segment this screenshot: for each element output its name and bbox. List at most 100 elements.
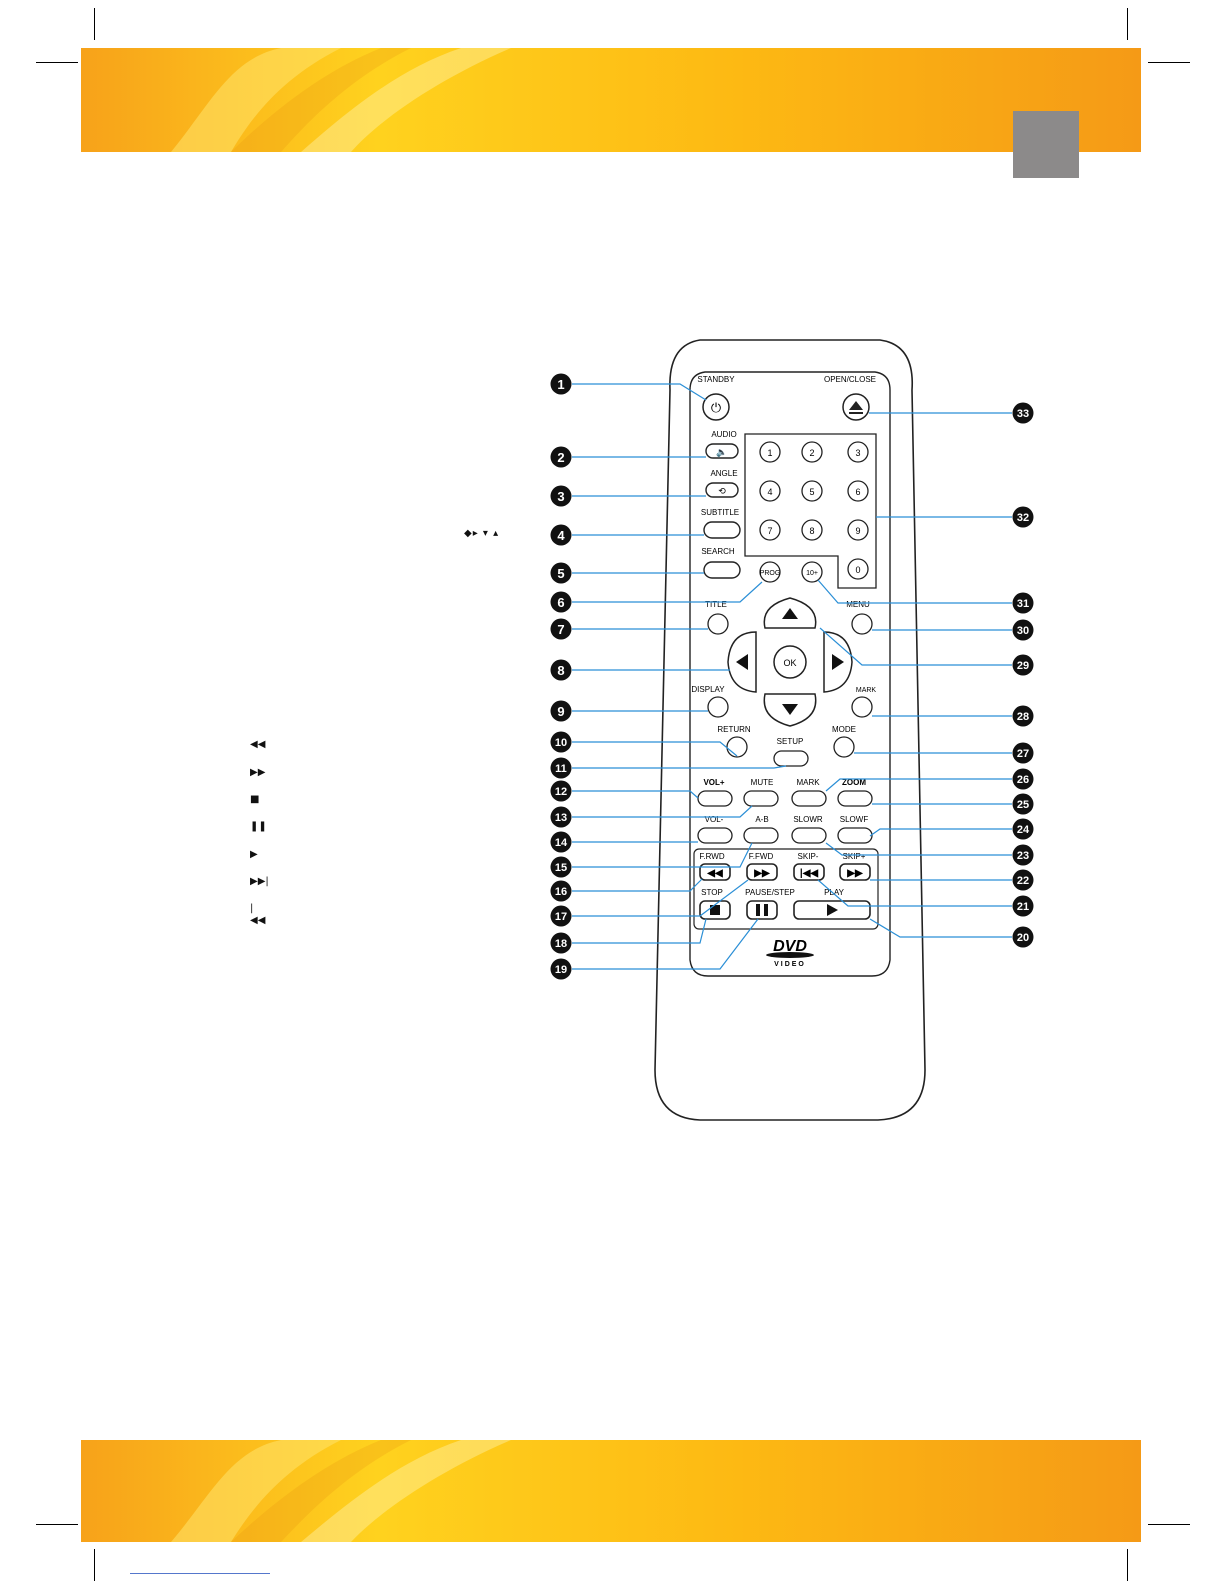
arrow-keys-icon: ◆▸ ▾ ▴ bbox=[464, 528, 500, 539]
slow-r-button[interactable] bbox=[791, 827, 827, 844]
svg-text:24: 24 bbox=[1017, 824, 1030, 836]
ab-button[interactable] bbox=[743, 827, 779, 844]
svg-text:6: 6 bbox=[557, 595, 564, 610]
digit-button[interactable] bbox=[801, 519, 823, 541]
callout-14: 14 bbox=[550, 831, 572, 853]
ten-plus-button[interactable] bbox=[801, 561, 823, 583]
footer-band bbox=[81, 1440, 1141, 1542]
digit-label: 6 bbox=[855, 487, 860, 497]
search-button[interactable] bbox=[703, 561, 741, 579]
leader-lines bbox=[572, 383, 1012, 970]
prog-button[interactable] bbox=[759, 561, 781, 583]
svg-text:3: 3 bbox=[557, 489, 564, 504]
slow-r-label: SLOWR bbox=[793, 815, 823, 824]
crop-mark bbox=[1127, 1549, 1128, 1581]
pause-glyph-icon bbox=[764, 904, 768, 916]
down-arrow-icon bbox=[782, 704, 798, 715]
callout-11: 11 bbox=[550, 757, 572, 779]
svg-text:14: 14 bbox=[555, 837, 568, 849]
callout-1: 1 bbox=[550, 373, 572, 395]
mark-button[interactable] bbox=[791, 790, 827, 807]
audio-button[interactable] bbox=[705, 443, 739, 459]
digit-label: 0 bbox=[855, 565, 860, 575]
callout-12: 12 bbox=[550, 780, 572, 802]
digit-button[interactable] bbox=[801, 441, 823, 463]
pause-glyph-icon bbox=[756, 904, 760, 916]
menu-button[interactable] bbox=[851, 613, 873, 635]
mark-button-top[interactable] bbox=[851, 696, 873, 718]
callout-19: 19 bbox=[550, 958, 572, 980]
svg-text:15: 15 bbox=[555, 862, 567, 874]
callout-17: 17 bbox=[550, 905, 572, 927]
svg-text:23: 23 bbox=[1017, 850, 1029, 862]
pause-button[interactable] bbox=[746, 900, 778, 920]
skip-back-button[interactable] bbox=[793, 863, 825, 881]
vol-minus-button[interactable] bbox=[697, 827, 733, 844]
digit-label: 4 bbox=[767, 487, 772, 497]
skip-back-label: SKIP- bbox=[798, 852, 819, 861]
digit-button[interactable] bbox=[759, 480, 781, 502]
digit-button[interactable] bbox=[759, 441, 781, 463]
callout-4: 4 bbox=[550, 524, 572, 546]
f-fwd-button[interactable] bbox=[746, 863, 778, 881]
pause-icon: ❚❚ bbox=[250, 821, 267, 832]
vol-plus-button[interactable] bbox=[697, 790, 733, 807]
transport-frame bbox=[693, 848, 879, 930]
setup-button[interactable] bbox=[773, 750, 809, 767]
dvd-logo-disc bbox=[766, 952, 814, 958]
svg-text:32: 32 bbox=[1017, 512, 1029, 524]
rewind-glyph-icon: ◀◀ bbox=[706, 868, 723, 879]
svg-text:13: 13 bbox=[555, 812, 567, 824]
angle-button[interactable] bbox=[705, 482, 739, 498]
return-button[interactable] bbox=[726, 736, 748, 758]
digit-button[interactable] bbox=[801, 480, 823, 502]
subtitle-label: SUBTITLE bbox=[701, 508, 739, 517]
f-fwd-label: F.FWD bbox=[749, 852, 774, 861]
digit-button[interactable] bbox=[847, 558, 869, 580]
callout-10: 10 bbox=[550, 731, 572, 753]
svg-text:29: 29 bbox=[1017, 660, 1029, 672]
svg-text:27: 27 bbox=[1017, 748, 1029, 760]
ok-button[interactable] bbox=[773, 645, 807, 679]
up-arrow-icon bbox=[782, 608, 798, 619]
stop-glyph-icon bbox=[710, 905, 720, 915]
callout-13: 13 bbox=[550, 806, 572, 828]
digit-button[interactable] bbox=[847, 441, 869, 463]
svg-text:31: 31 bbox=[1017, 598, 1029, 610]
callout-30: 30 bbox=[1012, 619, 1034, 641]
zoom-button[interactable] bbox=[837, 790, 873, 807]
svg-text:18: 18 bbox=[555, 938, 567, 950]
svg-text:19: 19 bbox=[555, 964, 567, 976]
digit-button[interactable] bbox=[847, 480, 869, 502]
f-rwd-label: F.RWD bbox=[699, 852, 724, 861]
eject-icon bbox=[849, 401, 863, 414]
callout-15: 15 bbox=[550, 856, 572, 878]
crop-mark bbox=[1148, 1524, 1190, 1525]
ten-plus-label: 10+ bbox=[806, 570, 818, 577]
callout-8: 8 bbox=[550, 659, 572, 681]
forward-glyph-icon: ▶▶ bbox=[753, 868, 771, 879]
play-icon: ▶ bbox=[250, 849, 258, 860]
digit-label: 1 bbox=[767, 448, 772, 458]
slow-f-button[interactable] bbox=[837, 827, 873, 844]
subtitle-button[interactable] bbox=[703, 521, 741, 539]
svg-text:25: 25 bbox=[1017, 799, 1029, 811]
title-button[interactable] bbox=[707, 613, 729, 635]
crop-mark bbox=[1148, 62, 1190, 63]
crop-mark bbox=[36, 62, 78, 63]
standby-button[interactable] bbox=[702, 393, 730, 421]
mode-button[interactable] bbox=[833, 736, 855, 758]
callout-2: 2 bbox=[550, 446, 572, 468]
mark-top-label: MARK bbox=[856, 687, 877, 694]
fast-forward-icon: ▶▶ bbox=[250, 767, 266, 778]
digit-button[interactable] bbox=[759, 519, 781, 541]
digit-button[interactable] bbox=[847, 519, 869, 541]
svg-text:16: 16 bbox=[555, 886, 567, 898]
return-label: RETURN bbox=[717, 725, 751, 734]
skip-fwd-button[interactable] bbox=[839, 863, 871, 881]
mute-button[interactable] bbox=[743, 790, 779, 807]
skip-previous-icon: |◀◀ bbox=[250, 903, 266, 926]
display-button[interactable] bbox=[707, 696, 729, 718]
dvd-logo: DVD bbox=[773, 938, 807, 955]
f-rwd-button[interactable] bbox=[699, 863, 731, 881]
